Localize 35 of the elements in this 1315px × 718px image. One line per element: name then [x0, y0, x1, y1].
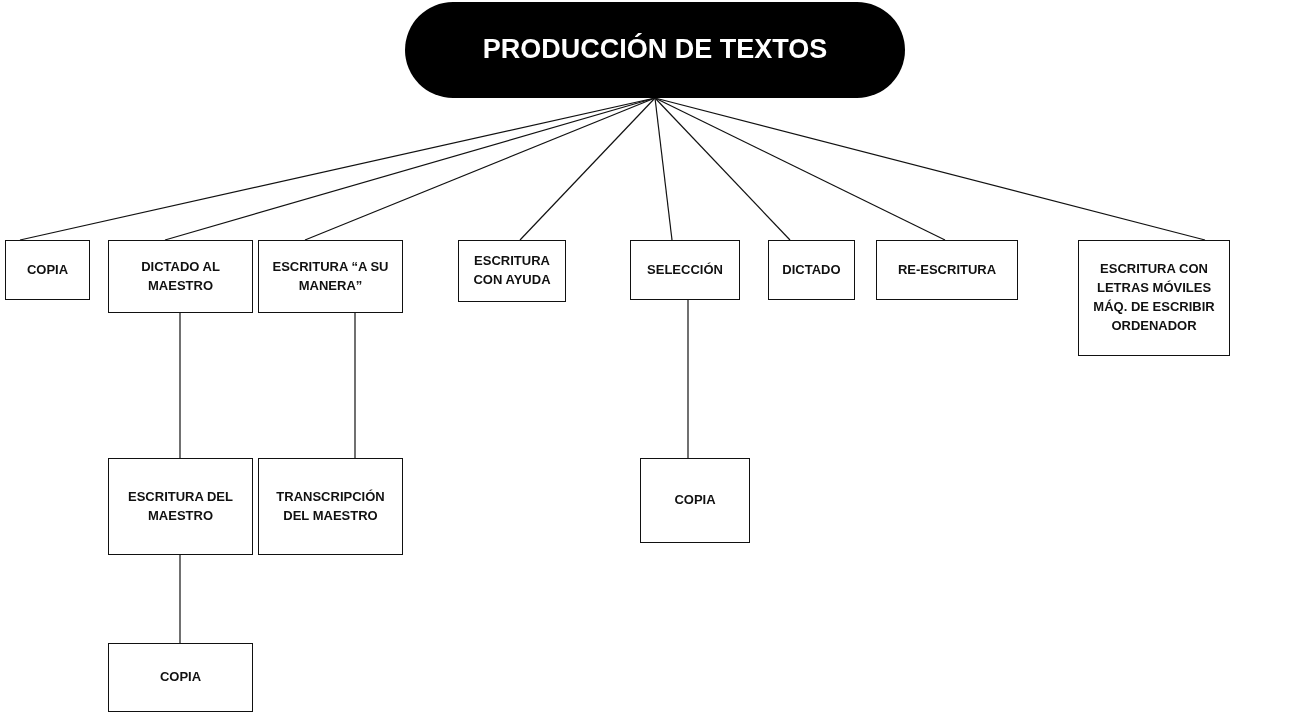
box-label: COPIA: [159, 668, 202, 687]
box-label: ESCRITURA “A SU MANERA”: [271, 257, 390, 295]
text-box: [768, 240, 855, 300]
connector-line: [179, 554, 181, 644]
text-box: [5, 240, 90, 300]
box-label: TRANSCRIPCIÓN DEL MAESTRO: [275, 487, 386, 525]
text-box: [630, 240, 740, 300]
box-label: COPIA: [674, 491, 716, 510]
connector-line: [687, 299, 689, 459]
box-label: ESCRITURA CON LETRAS MÓVILES MÁQ. DE ESCRIBIR ORDENADOR: [1092, 260, 1216, 335]
text-box: [108, 643, 253, 712]
box-label: DICTADO AL MAESTRO: [140, 257, 221, 295]
connector-line: [654, 97, 673, 241]
text-box: [258, 458, 403, 555]
text-box: [258, 240, 403, 313]
text-box: [1078, 240, 1230, 356]
connector-line: [179, 312, 181, 459]
connector-line: [519, 97, 656, 241]
text-box: [640, 458, 750, 543]
text-box: [876, 240, 1018, 300]
title-text: PRODUCCIÓN DE TEXTOS: [482, 32, 828, 67]
connector-line: [354, 312, 356, 459]
text-box: [108, 240, 253, 313]
box-label: SELECCIÓN: [647, 260, 723, 279]
connector-line: [654, 97, 1206, 241]
box-label: DICTADO: [782, 260, 841, 279]
text-box: [108, 458, 253, 555]
connector-line: [654, 97, 946, 241]
connector-line: [304, 97, 656, 241]
box-label: ESCRITURA DEL MAESTRO: [127, 487, 234, 525]
box-label: COPIA: [26, 260, 69, 279]
text-box: [458, 240, 566, 302]
box-label: RE-ESCRITURA: [897, 260, 997, 279]
connector-line: [654, 97, 791, 241]
box-label: ESCRITURA CON AYUDA: [472, 252, 552, 289]
